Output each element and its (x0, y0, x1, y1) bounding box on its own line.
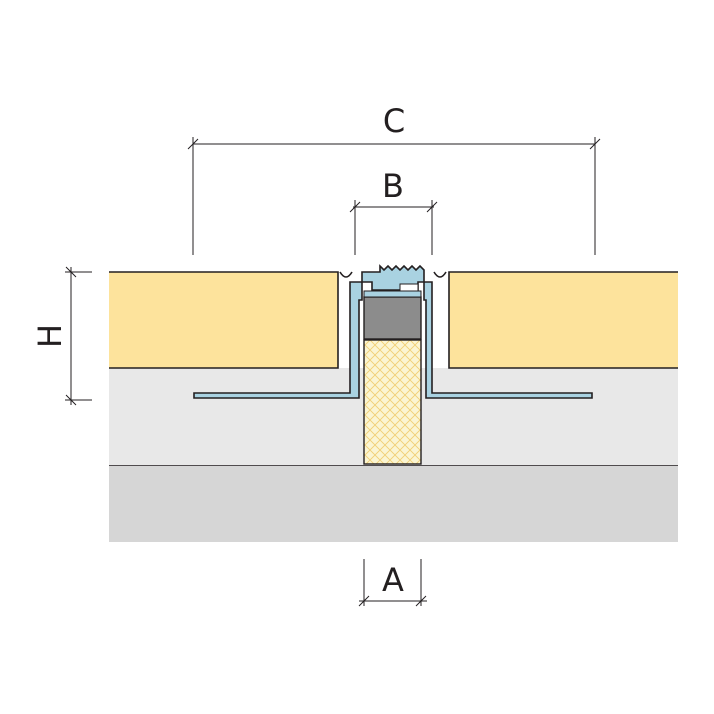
dimension-h-label: H (31, 324, 69, 348)
dimension-c-label: C (383, 102, 405, 140)
profile-right-leg (423, 281, 593, 399)
tile-left (109, 271, 339, 369)
dimension-h: H (31, 266, 92, 406)
joint-filler-hatch (363, 339, 422, 465)
profile-left-lip (339, 271, 353, 278)
dimension-a-label: A (382, 561, 404, 599)
dimension-a: A (358, 559, 427, 607)
profile-right-lip (433, 271, 447, 278)
dimension-b-label: B (382, 167, 404, 205)
profile-insert-top (363, 290, 422, 298)
profile-left-leg (193, 281, 363, 399)
profile-insert (363, 296, 422, 340)
dimension-c: C (187, 102, 601, 255)
tile-right (448, 271, 678, 369)
substrate-layer (109, 465, 678, 542)
dimension-b: B (349, 167, 438, 255)
